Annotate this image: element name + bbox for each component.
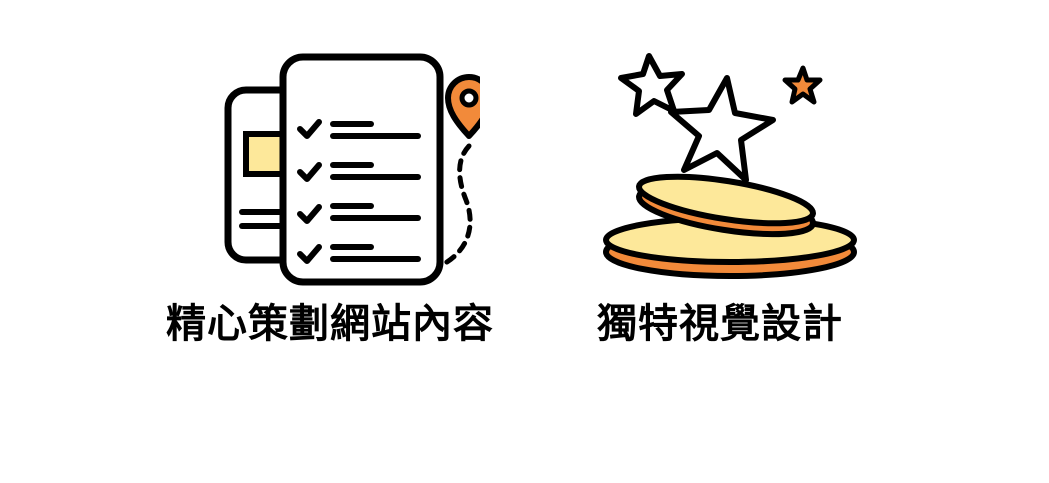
stars-on-podium-icon (603, 53, 857, 279)
feature-content-planning: 精心策劃網站內容 (150, 40, 510, 348)
feature-visual-design: 獨特視覺設計 (560, 40, 880, 348)
feature-label-content-planning: 精心策劃網站內容 (166, 301, 494, 347)
checklist-document-with-location-pin-icon (224, 53, 480, 286)
feature-label-visual-design: 獨特視覺設計 (597, 301, 843, 347)
